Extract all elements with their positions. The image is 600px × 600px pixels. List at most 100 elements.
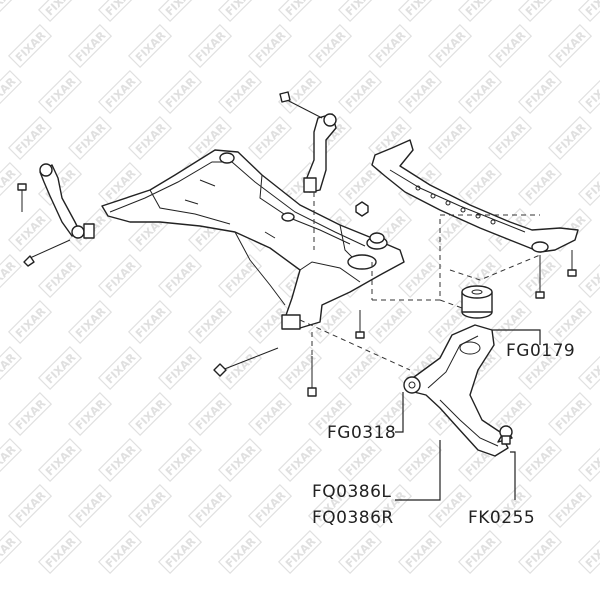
watermark-tile: FIXAR [37, 0, 83, 23]
watermark-tile: FIXAR [37, 69, 83, 115]
watermark-tile: FIXAR [217, 253, 263, 299]
stabilizer-link [39, 163, 95, 239]
watermark-tile: FIXAR [517, 69, 563, 115]
bolt-left-upper [17, 183, 27, 212]
front-subframe [101, 149, 405, 330]
svg-text:FIXAR: FIXAR [0, 443, 19, 479]
watermark-tile: FIXAR [97, 253, 143, 299]
watermark-tile: FIXAR [457, 161, 503, 207]
watermark-tile: FIXAR [577, 529, 600, 575]
watermark-tile: FIXAR [7, 299, 53, 345]
svg-text:FIXAR: FIXAR [583, 351, 600, 387]
watermark-tile: FIXAR [157, 0, 203, 23]
watermark-tile: FIXAR [97, 345, 143, 391]
watermark-tile: FIXAR [517, 437, 563, 483]
leader-lines [395, 329, 541, 501]
watermark-tile: FIXAR [97, 437, 143, 483]
nut [355, 201, 369, 217]
watermark-tile: FIXAR [37, 529, 83, 575]
watermark-tile: FIXAR [337, 0, 383, 23]
watermark-tile: FIXAR [157, 69, 203, 115]
watermark-tile: FIXAR [397, 0, 443, 23]
watermark-tile: FIXAR [457, 69, 503, 115]
svg-text:FIXAR: FIXAR [223, 0, 259, 18]
watermark-tile: FIXAR [37, 437, 83, 483]
watermark-tile: FIXAR [187, 299, 233, 345]
svg-text:FIXAR: FIXAR [43, 0, 79, 18]
watermark-tile: FIXAR [577, 0, 600, 23]
watermark-tile: FIXAR [337, 161, 383, 207]
alignment-lines [299, 214, 541, 371]
label-fq0386r: FQ0386R [312, 508, 394, 528]
watermark-tile: FIXAR [367, 299, 413, 345]
watermark-tile: FIXAR [487, 23, 533, 69]
watermark-tile: FIXAR [457, 529, 503, 575]
svg-text:FIXAR: FIXAR [583, 0, 600, 18]
watermark-tile: FIXAR [217, 529, 263, 575]
svg-text:FIXAR: FIXAR [0, 75, 19, 111]
watermark-tile: FIXAR [217, 437, 263, 483]
watermark-tile: FIXAR [547, 483, 593, 529]
watermark-tile: FIXAR [277, 437, 323, 483]
watermark-tile: FIXAR [157, 253, 203, 299]
svg-text:FIXAR: FIXAR [283, 0, 319, 18]
watermark-tile: FIXAR [367, 23, 413, 69]
watermark-tile: FIXAR [337, 437, 383, 483]
watermark-tile: FIXAR [487, 299, 533, 345]
watermark-tile: FIXAR [277, 529, 323, 575]
svg-text:FIXAR: FIXAR [523, 0, 559, 18]
svg-text:FIXAR: FIXAR [583, 167, 600, 203]
watermark-tile: FIXAR [7, 23, 53, 69]
watermark-tile: FIXAR [187, 391, 233, 437]
watermark-tile: FIXAR [0, 69, 23, 115]
lower-control-arm [403, 324, 513, 457]
watermark-tile: FIXAR [517, 161, 563, 207]
watermark-tile: FIXAR [427, 483, 473, 529]
watermark-tile: FIXAR [307, 23, 353, 69]
watermark-tile: FIXAR [247, 23, 293, 69]
watermark-tile: FIXAR [0, 345, 23, 391]
label-fg0179: FG0179 [506, 341, 575, 361]
watermark-tile: FIXAR [127, 115, 173, 161]
watermark-tile: FIXAR [397, 69, 443, 115]
bolt-front-vertical [307, 310, 365, 397]
watermark-tile: FIXAR [0, 529, 23, 575]
watermark-tile: FIXAR [67, 115, 113, 161]
watermark-tile: FIXAR [247, 483, 293, 529]
watermark-tile: FIXAR [37, 253, 83, 299]
watermark-tile: FIXAR [0, 253, 23, 299]
rear-tie-bar [371, 139, 579, 299]
watermark-tile: FIXAR [547, 299, 593, 345]
svg-text:FIXAR: FIXAR [583, 75, 600, 111]
watermark-tile: FIXAR [67, 391, 113, 437]
watermark-tile: FIXAR [217, 345, 263, 391]
rear-bracket [279, 91, 337, 250]
svg-text:FIXAR: FIXAR [403, 0, 439, 18]
watermark-tile: FIXAR [67, 483, 113, 529]
watermark-tile: FIXAR [337, 345, 383, 391]
svg-text:FIXAR: FIXAR [0, 259, 19, 295]
watermark-tile: FIXAR [187, 23, 233, 69]
label-fq0386l: FQ0386L [312, 482, 391, 502]
watermark-tile: FIXAR [97, 0, 143, 23]
watermark-tile: FIXAR [577, 437, 600, 483]
watermark-tile: FIXAR [577, 253, 600, 299]
watermark-tile: FIXAR [397, 529, 443, 575]
watermark-tile: FIXAR [577, 69, 600, 115]
watermark-tile: FIXAR [157, 345, 203, 391]
watermark-tile: FIXAR [157, 437, 203, 483]
watermark-tile: FIXAR [577, 345, 600, 391]
svg-text:FIXAR: FIXAR [0, 351, 19, 387]
watermark-tile: FIXAR [7, 391, 53, 437]
watermark-tile: FIXAR [127, 391, 173, 437]
bolt-front-long [213, 347, 279, 377]
watermark-tile: FIXAR [547, 391, 593, 437]
watermark-tile: FIXAR [277, 0, 323, 23]
watermark-tile: FIXAR [97, 529, 143, 575]
svg-text:FIXAR: FIXAR [583, 535, 600, 571]
watermark-tile: FIXAR [547, 115, 593, 161]
watermark-tile: FIXAR [97, 69, 143, 115]
svg-text:FIXAR: FIXAR [343, 0, 379, 18]
watermark-tile: FIXAR [427, 115, 473, 161]
watermark-tile: FIXAR [277, 345, 323, 391]
